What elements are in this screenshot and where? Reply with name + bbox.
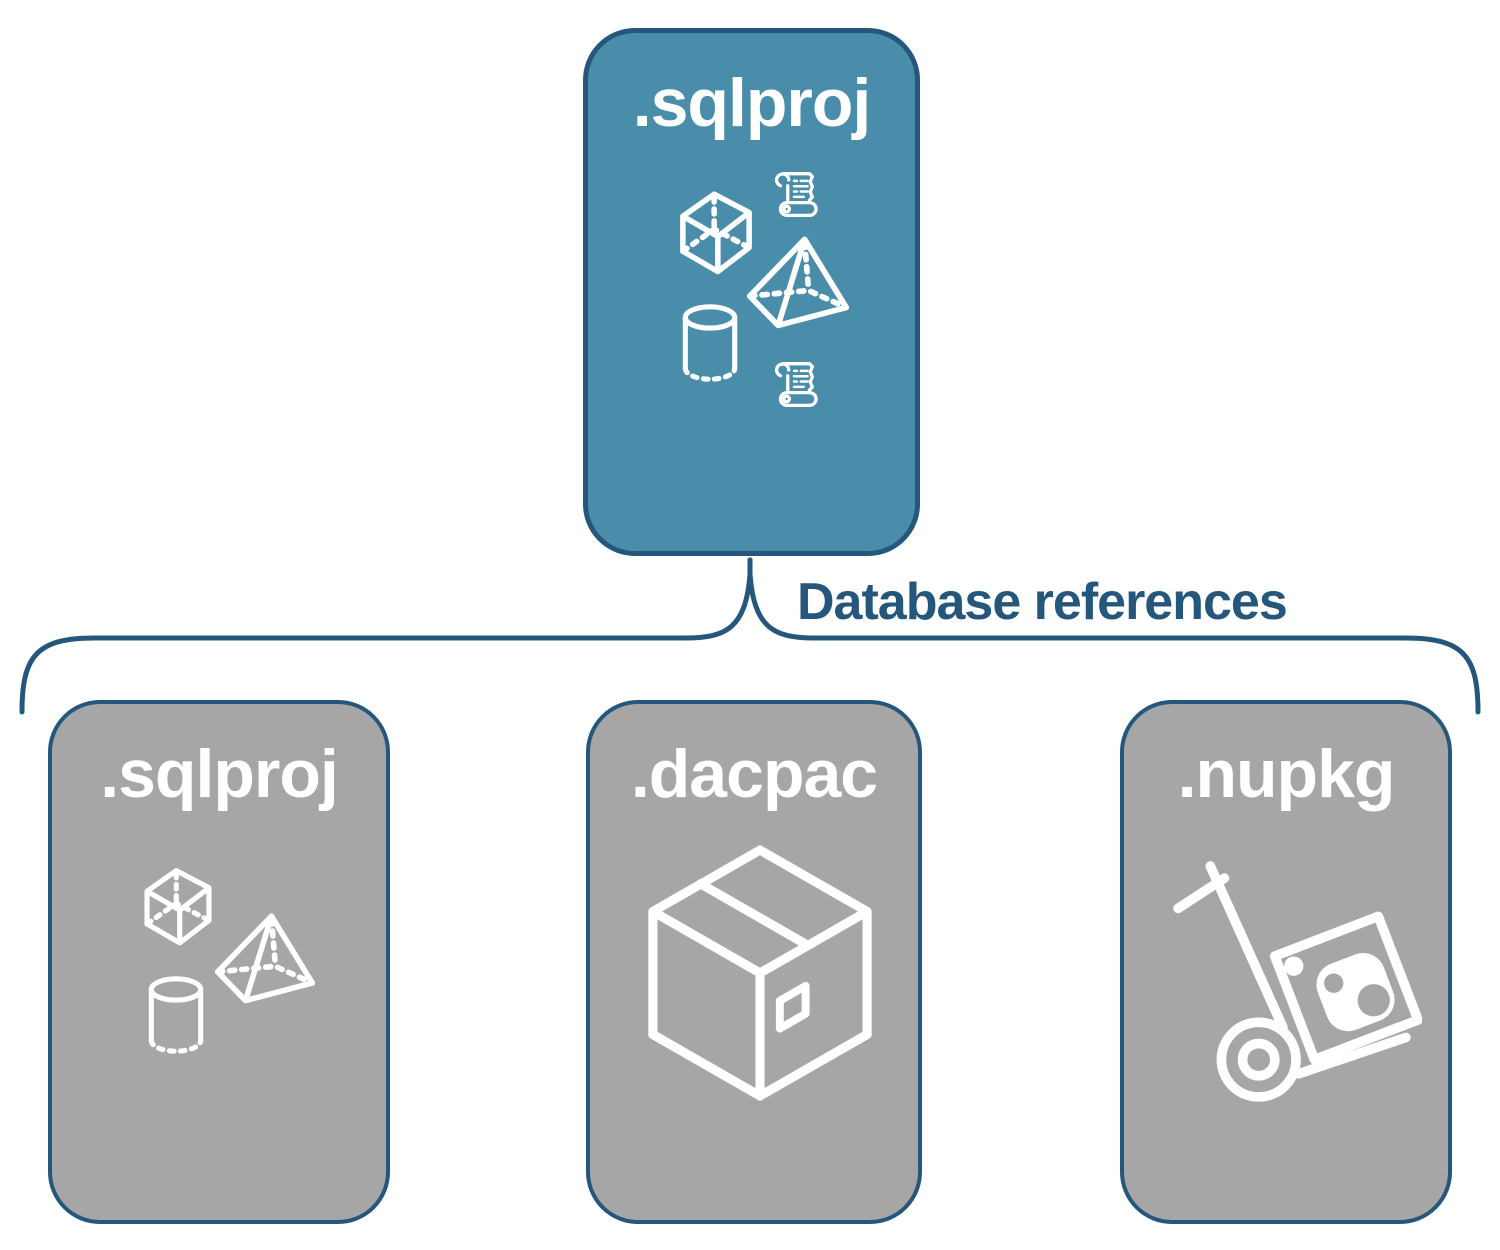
scroll-icon [768,355,822,409]
child-node-dacpac: .dacpac [586,700,922,1224]
connector-label: Database references [797,573,1288,631]
cube-icon [670,185,762,277]
root-node-sqlproj: .sqlproj [583,28,920,556]
scroll-icon [768,165,822,219]
nuget-hand-truck-icon [1172,854,1422,1112]
pyramid-icon [746,233,850,329]
child-node-label: .nupkg [1177,736,1396,812]
child-node-label: .dacpac [630,736,878,812]
cylinder-icon [678,303,742,383]
child-node-label: .sqlproj [100,736,339,812]
child-node-sqlproj: .sqlproj [48,700,390,1224]
root-node-label: .sqlproj [632,65,872,141]
child-node-nupkg: .nupkg [1120,700,1452,1224]
cylinder-icon [144,975,208,1055]
pyramid-icon [214,910,316,1004]
cube-icon [135,862,221,948]
package-icon [641,834,879,1112]
